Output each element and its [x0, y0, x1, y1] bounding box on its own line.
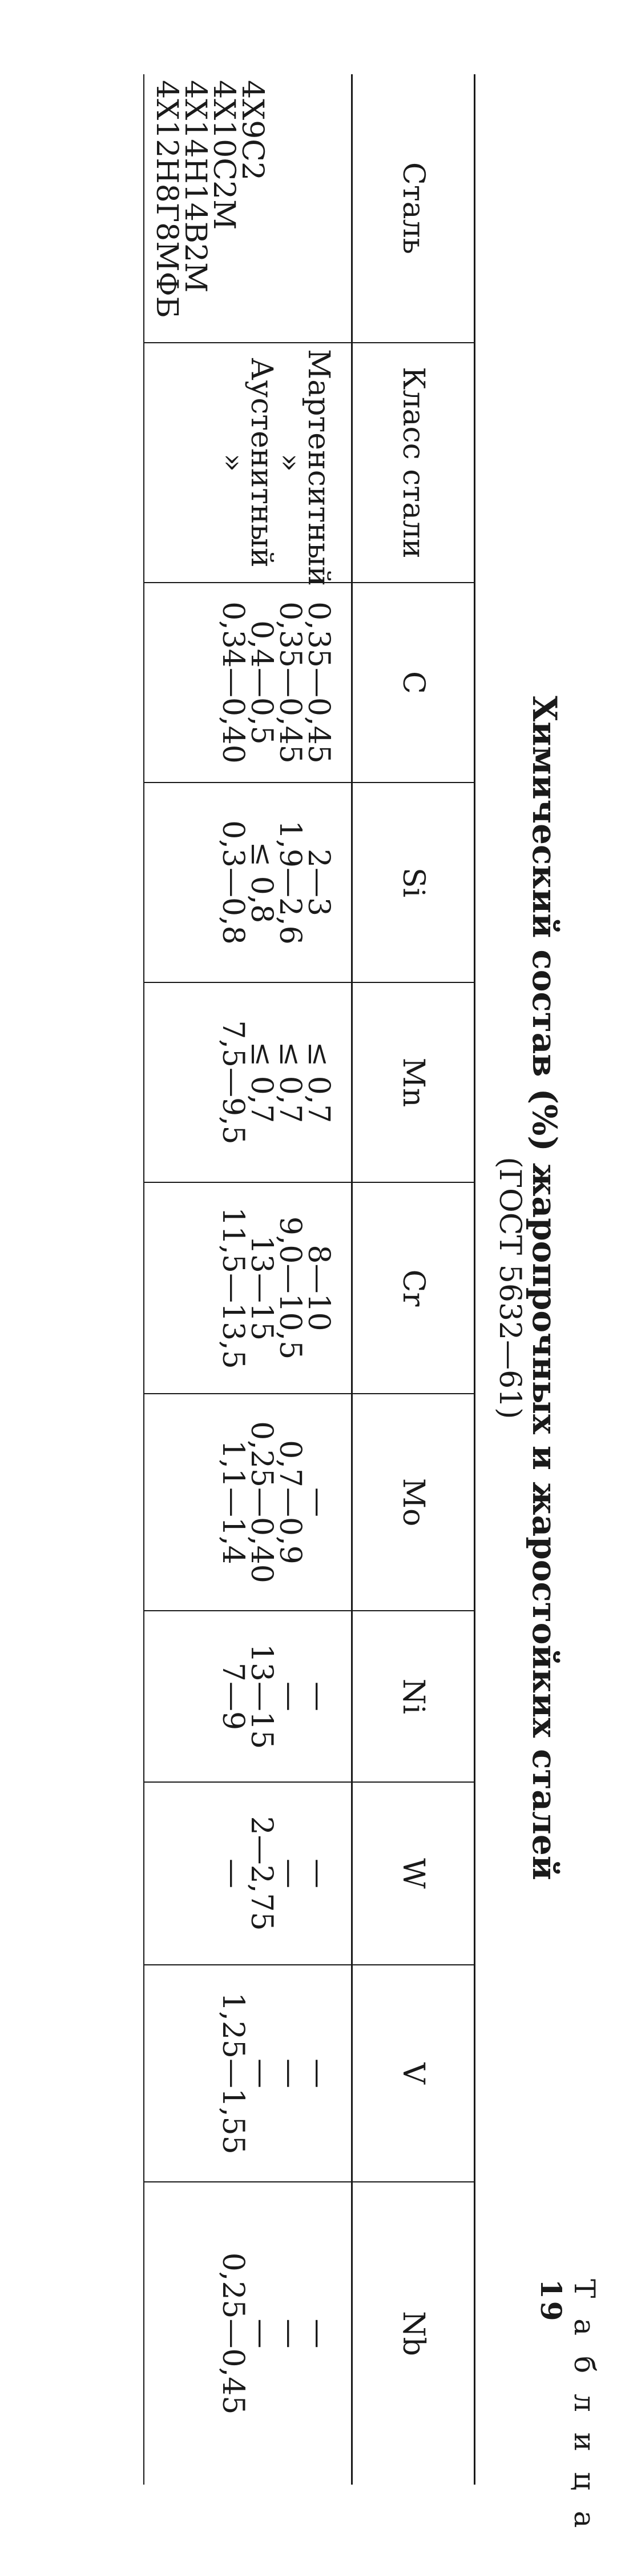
- w-value: —: [273, 1859, 307, 1888]
- mn-value: 7,5—9,5: [216, 1020, 250, 1145]
- c-value: 0,35—0,45: [301, 601, 336, 764]
- mo-column: — 0,7—0,9 0,25—0,40 1,1—1,4: [144, 1394, 352, 1611]
- cr-value: 8—10: [301, 1245, 336, 1331]
- v-value: 1,25—1,55: [216, 1992, 250, 2154]
- steel-class: Аустенитный: [244, 358, 279, 568]
- c-value: 0,34—0,40: [216, 601, 250, 764]
- steel-class: Мартенситный: [301, 349, 336, 586]
- w-column: — — 2—2,75 —: [144, 1782, 352, 1965]
- cr-value: 11,5—13,5: [216, 1207, 250, 1369]
- mo-value: 0,7—0,9: [273, 1440, 307, 1564]
- nb-value: —: [244, 2318, 279, 2349]
- table-title: Химический состав (%) жаропрочных и жаро…: [525, 696, 564, 1880]
- si-column: 2—3 1,9—2,6 ≤ 0,8 0,3—0,8: [144, 783, 352, 982]
- ni-value: —: [273, 1682, 307, 1711]
- mo-value: 0,25—0,40: [244, 1421, 279, 1583]
- col-header-steel: Сталь: [352, 74, 475, 343]
- cr-column: 8—10 9,0—10,5 13—15 11,5—13,5: [144, 1182, 352, 1394]
- col-header-c: C: [352, 583, 475, 783]
- table-header-row: Сталь Класс стали C Si Mn Cr Mo Ni W V N…: [352, 74, 475, 2485]
- class-column: Мартенситный » Аустенитный »: [144, 343, 352, 586]
- steel-name: 4Х9С2: [235, 80, 269, 181]
- si-value: 0,3—0,8: [216, 820, 250, 945]
- col-header-cr: Cr: [352, 1182, 475, 1394]
- mn-value: ≤ 0,7: [301, 1041, 336, 1124]
- w-value: 2—2,75: [244, 1816, 279, 1931]
- v-value: —: [301, 2059, 336, 2088]
- c-column: 0,35—0,45 0,35—0,45 0,4—0,5 0,34—0,40: [144, 583, 352, 783]
- mn-column: ≤ 0,7 ≤ 0,7 ≤ 0,7 7,5—9,5: [144, 982, 352, 1182]
- si-value: 2—3: [301, 848, 336, 917]
- v-value: —: [244, 2059, 279, 2088]
- nb-value: —: [301, 2318, 336, 2349]
- nb-value: 0,25—0,45: [216, 2252, 250, 2415]
- col-header-mo: Mo: [352, 1394, 475, 1611]
- composition-table: Сталь Класс стали C Si Mn Cr Mo Ni W V N…: [143, 74, 475, 2485]
- col-header-v: V: [352, 1965, 475, 2182]
- mo-value: 1,1—1,4: [216, 1440, 250, 1564]
- col-header-class: Класс стали: [352, 343, 475, 583]
- col-header-nb: Nb: [352, 2182, 475, 2485]
- steel-column: 4Х9С2 4Х10С2М 4Х14Н14В2М 4Х12Н8Г8МФБ: [144, 74, 352, 343]
- w-value: —: [301, 1859, 336, 1888]
- c-value: 0,35—0,45: [273, 601, 307, 764]
- si-value: ≤ 0,8: [244, 841, 279, 924]
- v-column: — — — 1,25—1,55: [144, 1965, 352, 2182]
- si-value: 1,9—2,6: [273, 820, 307, 945]
- v-value: —: [273, 2059, 307, 2088]
- steel-name: 4Х14Н14В2М: [178, 80, 212, 293]
- ni-column: — — 13—15 7—9: [144, 1611, 352, 1782]
- mo-value: —: [301, 1487, 336, 1517]
- ni-value: 13—15: [244, 1643, 279, 1750]
- nb-value: —: [273, 2318, 307, 2349]
- table-body-row: 4Х9С2 4Х10С2М 4Х14Н14В2М 4Х12Н8Г8МФБ Мар…: [144, 74, 352, 2485]
- col-header-w: W: [352, 1782, 475, 1965]
- table-subtitle: (ГОСТ 5632—61): [493, 1157, 527, 1419]
- ni-value: —: [301, 1682, 336, 1711]
- steel-class: »: [273, 454, 307, 472]
- w-value: —: [216, 1859, 250, 1888]
- col-header-ni: Ni: [352, 1611, 475, 1782]
- cr-value: 9,0—10,5: [273, 1216, 307, 1360]
- steel-name: 4Х10С2М: [207, 80, 241, 230]
- steel-name: 4Х12Н8Г8МФБ: [150, 80, 184, 318]
- nb-column: — — — 0,25—0,45: [144, 2182, 352, 2485]
- ni-value: 7—9: [216, 1662, 250, 1731]
- col-header-mn: Mn: [352, 982, 475, 1182]
- mn-value: ≤ 0,7: [273, 1041, 307, 1124]
- col-header-si: Si: [352, 783, 475, 982]
- mn-value: ≤ 0,7: [244, 1041, 279, 1124]
- cr-value: 13—15: [244, 1235, 279, 1341]
- c-value: 0,4—0,5: [244, 620, 279, 745]
- steel-class: »: [216, 454, 250, 472]
